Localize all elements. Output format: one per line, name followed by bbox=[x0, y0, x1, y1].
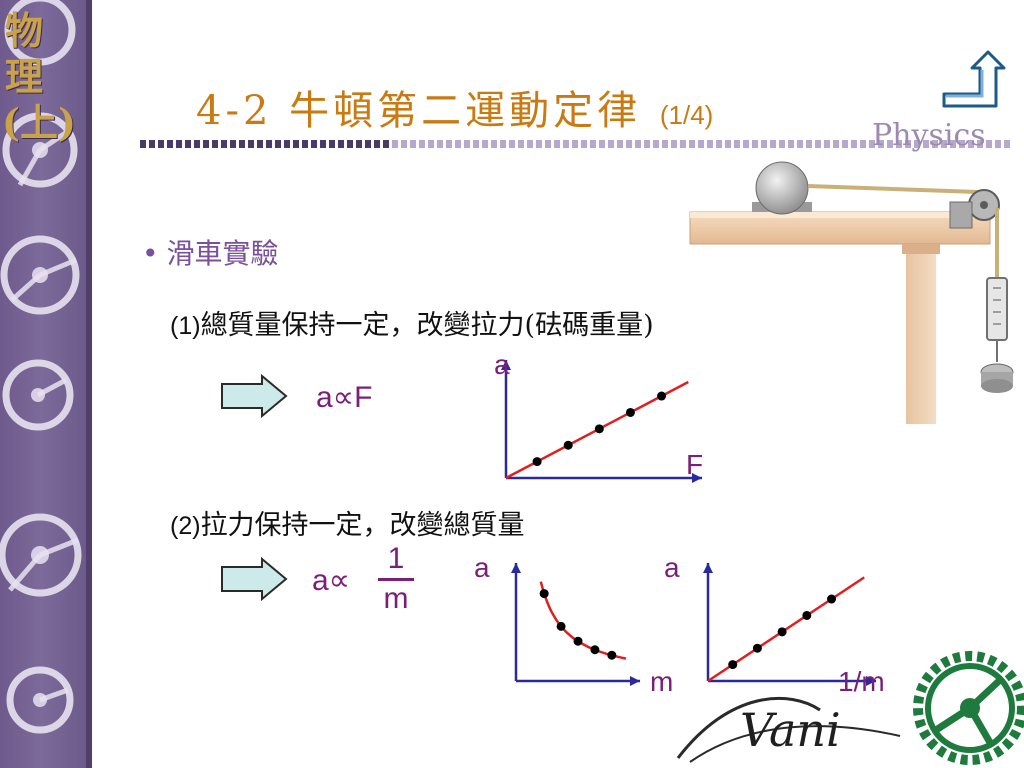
arrow-right-icon bbox=[221, 557, 288, 601]
case2-text: 拉力保持一定，改變總質量 bbox=[200, 510, 525, 541]
vertical-book-label: 物 理 (上) bbox=[2, 8, 76, 145]
data-point bbox=[657, 391, 667, 401]
data-point bbox=[827, 594, 837, 604]
bullet-dot-icon: • bbox=[142, 237, 159, 270]
data-point bbox=[563, 440, 573, 450]
fraction-one-over-m: 1 m bbox=[378, 542, 414, 615]
x-axis-arrowhead-icon bbox=[630, 676, 640, 686]
x-axis-label: m bbox=[650, 666, 673, 697]
data-point bbox=[539, 589, 549, 599]
data-point bbox=[607, 650, 617, 660]
data-point bbox=[594, 424, 604, 434]
y-axis-arrowhead-icon bbox=[501, 360, 511, 370]
chart-a-vs-m: am bbox=[474, 552, 673, 697]
title-main-text: 4-2 牛頓第二運動定律 bbox=[196, 88, 642, 134]
chart-a-vs-f: aF bbox=[494, 349, 703, 483]
section-bullet: •滑車實驗 bbox=[142, 232, 279, 272]
formula-a-proportional: a∝ bbox=[312, 564, 351, 597]
nav-return-button[interactable] bbox=[940, 48, 1006, 110]
data-point bbox=[752, 643, 762, 653]
formula-a-proportional-f: a∝F bbox=[316, 381, 373, 414]
chart-a-vs-inverse-m: a 1/m bbox=[664, 552, 885, 697]
gear-decoration-icon bbox=[0, 0, 92, 768]
fraction-numerator: 1 bbox=[387, 542, 405, 575]
case1-description: (1)總質量保持一定，改變拉力(砝碼重量) bbox=[170, 303, 654, 342]
data-point bbox=[802, 610, 812, 620]
fraction-denominator: m bbox=[383, 582, 409, 615]
arrow-right-icon bbox=[221, 374, 288, 418]
data-point bbox=[590, 645, 600, 655]
gear-logo-icon bbox=[913, 651, 1024, 765]
data-point bbox=[728, 660, 738, 670]
case1-text: 總質量保持一定，改變拉力(砝碼重量) bbox=[200, 310, 654, 341]
x-axis-label: F bbox=[686, 449, 703, 480]
y-axis-label: a bbox=[664, 552, 680, 583]
y-axis-arrowhead-icon bbox=[511, 563, 521, 573]
section-bullet-text: 滑車實驗 bbox=[166, 237, 279, 270]
publisher-logo: Vani bbox=[676, 651, 1024, 765]
data-point bbox=[556, 621, 566, 631]
x-axis-label: 1/m bbox=[838, 666, 885, 697]
x-axis-arrowhead-icon bbox=[692, 473, 702, 483]
y-axis-arrowhead-icon bbox=[703, 563, 713, 573]
data-point bbox=[625, 407, 635, 417]
trend-curve bbox=[539, 581, 627, 660]
physics-brand-text: Physics bbox=[872, 118, 986, 153]
slide-title: 4-2 牛頓第二運動定律 (1/4) bbox=[196, 78, 713, 136]
data-point bbox=[573, 636, 583, 646]
data-point bbox=[777, 627, 787, 637]
left-decorative-strip: 物 理 (上) bbox=[0, 0, 92, 768]
pulley-apparatus-illustration bbox=[689, 161, 1014, 424]
logo-text: Vani bbox=[740, 703, 841, 757]
y-axis-label: a bbox=[494, 349, 510, 380]
case2-number: (2) bbox=[170, 512, 201, 540]
case1-number: (1) bbox=[170, 312, 201, 340]
data-point bbox=[532, 457, 542, 467]
fraction-bar bbox=[378, 578, 414, 581]
return-arrow-icon bbox=[942, 50, 1006, 108]
case2-description: (2)拉力保持一定，改變總質量 bbox=[170, 503, 525, 542]
title-divider bbox=[140, 140, 1010, 148]
x-axis-arrowhead-icon bbox=[866, 676, 876, 686]
title-page-indicator: (1/4) bbox=[659, 100, 714, 130]
y-axis-label: a bbox=[474, 552, 490, 583]
